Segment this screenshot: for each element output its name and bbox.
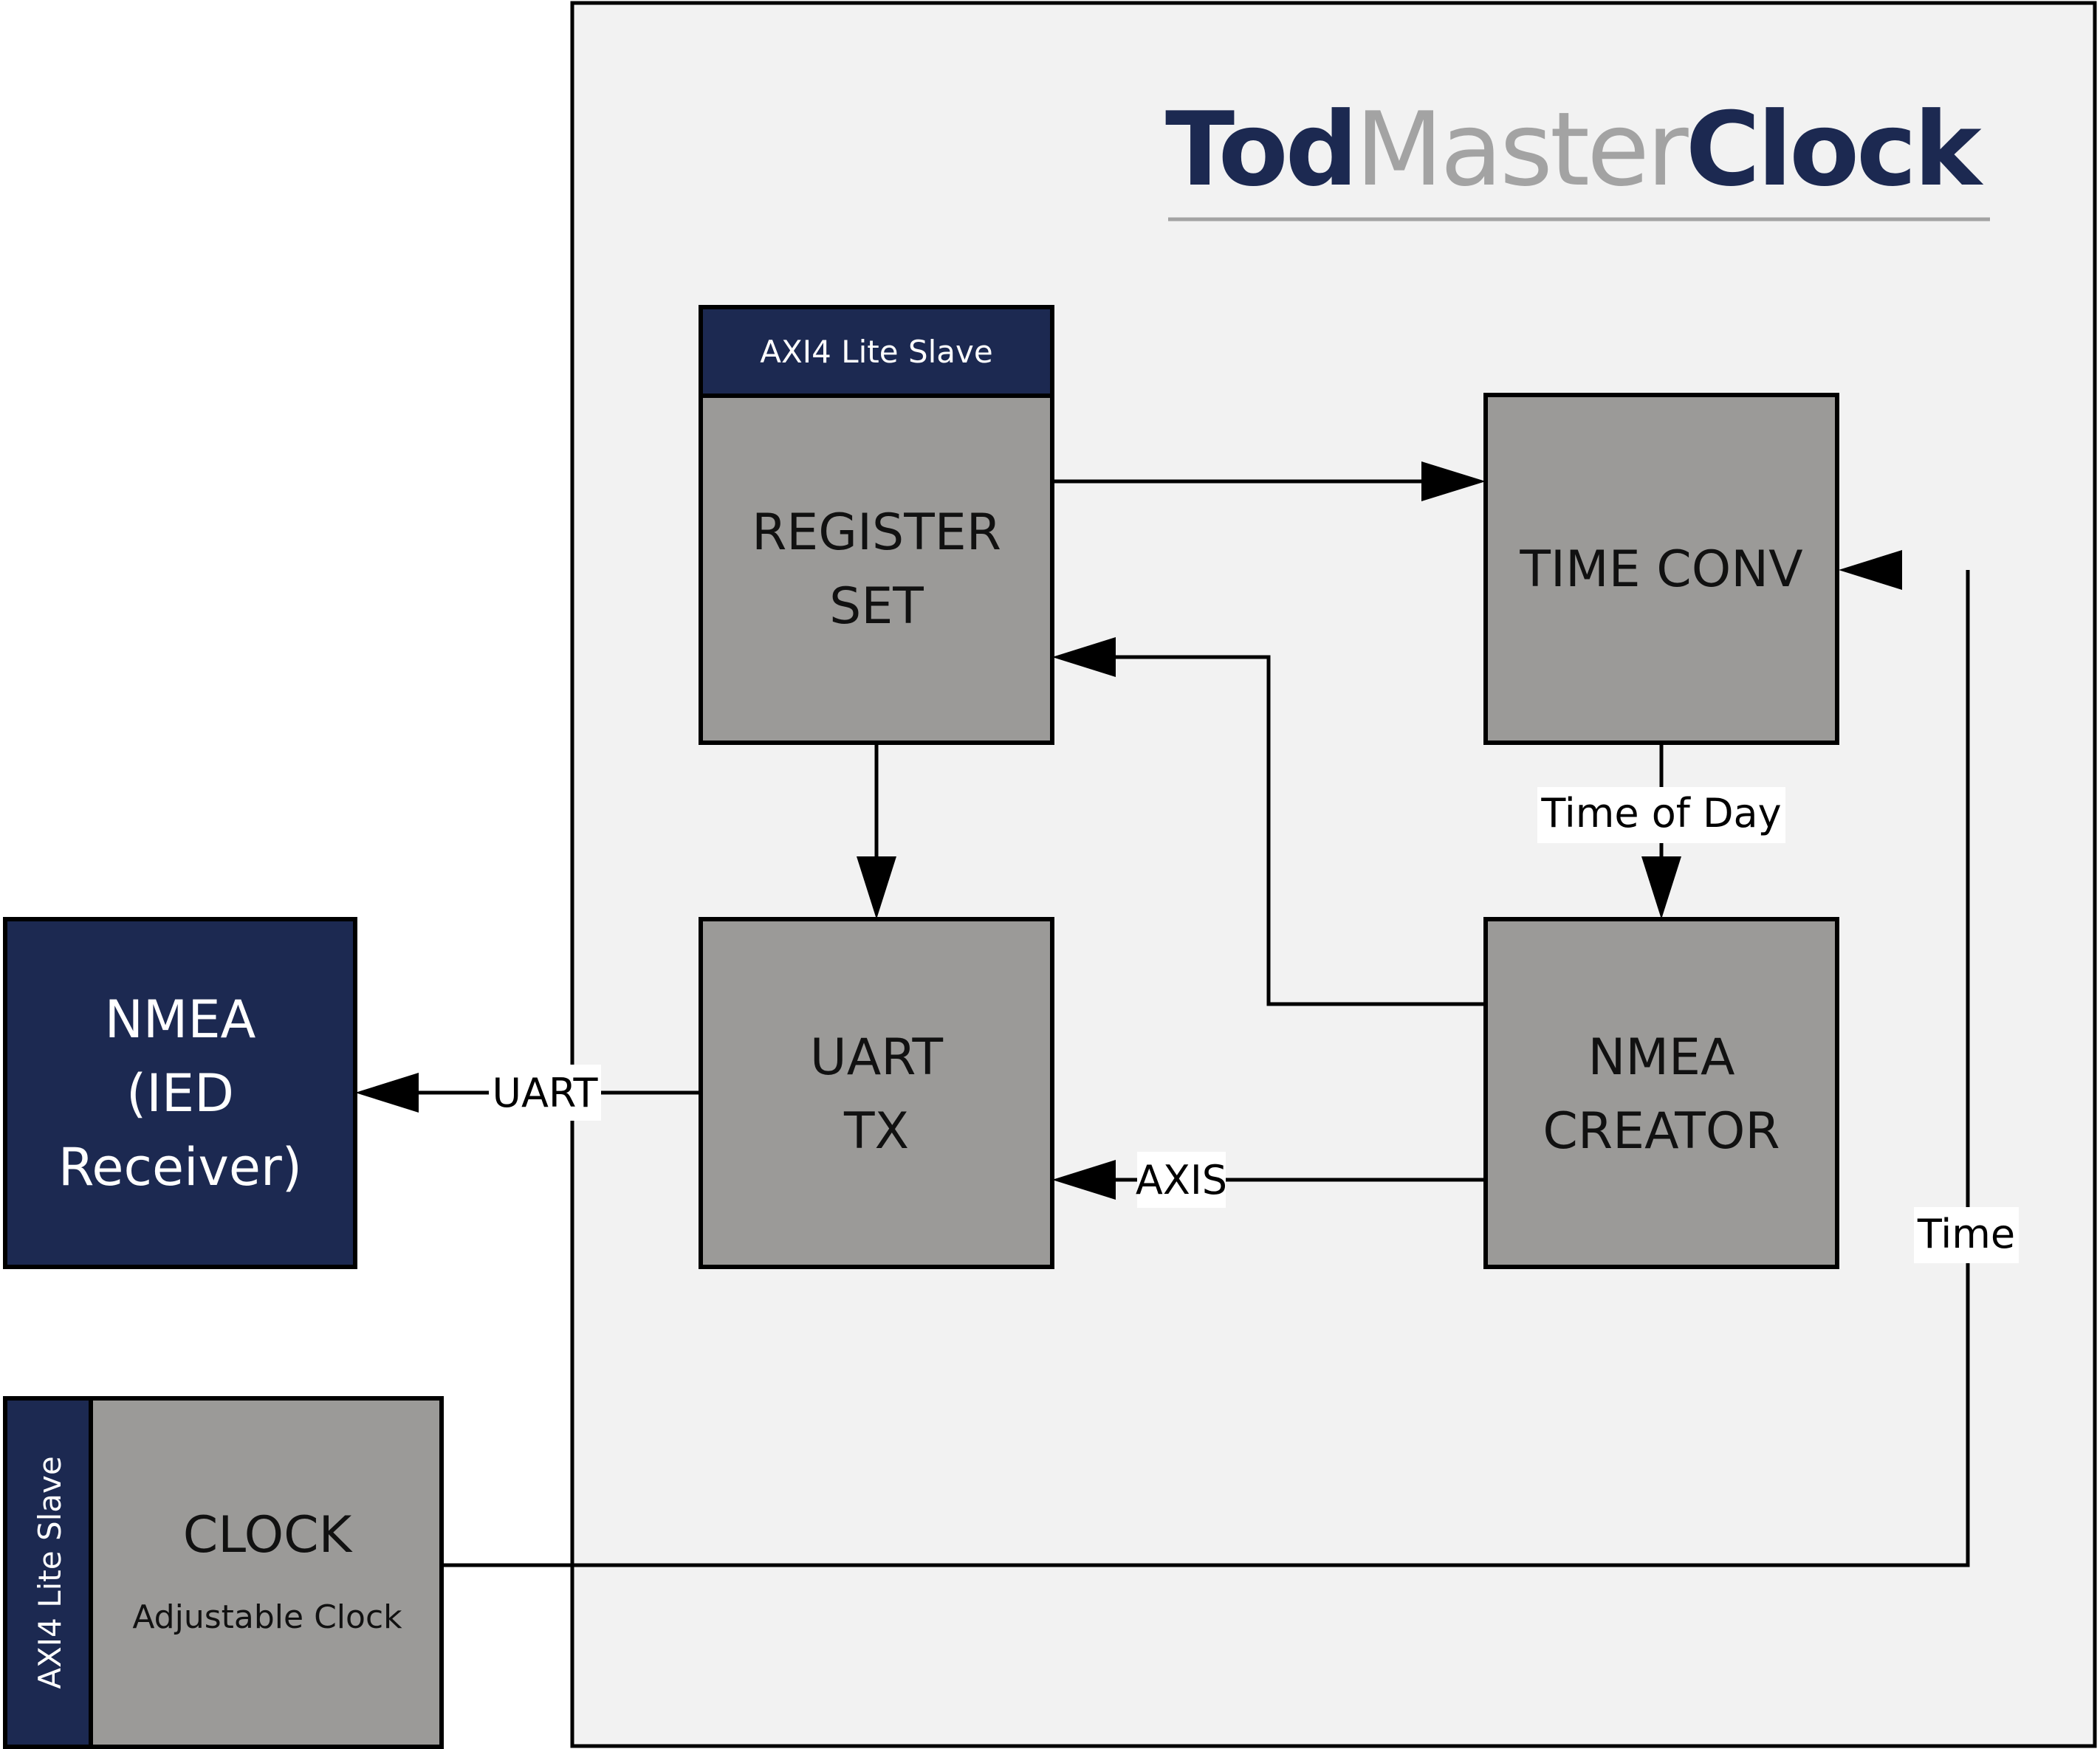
signal-label-time-of-day: Time of Day [1540,790,1781,836]
arrowhead-uart-in [857,856,896,919]
signal-label-time: Time [1917,1211,2015,1257]
time-conv-label: TIME CONV [1519,540,1802,599]
arrowhead-timeconv-time [1839,550,1902,590]
signal-label-axis: AXIS [1136,1157,1227,1203]
register-set-block: AXI4 Lite Slave REGISTER SET [699,305,1054,745]
nmea-creator-label-line2: CREATOR [1543,1102,1780,1161]
uart-tx-label-line1: UART [810,1028,944,1087]
nmea-receiver-line3: Receiver) [58,1137,302,1198]
clock-block: AXI4 Lite Slave CLOCK Adjustable Clock [3,1396,444,1749]
wire-nmea-to-register [1108,655,1486,1006]
nmea-receiver-line1: NMEA [105,989,256,1050]
register-set-label-line1: REGISTER [752,504,1001,562]
core-boundary [570,1,2097,1748]
clock-subtitle: Adjustable Clock [132,1598,402,1636]
wire-time [442,570,1970,1567]
nmea-receiver-block: NMEA (IED Receiver) [3,917,357,1269]
time-conv-block: TIME CONV [1483,393,1839,745]
uart-tx-label-line2: TX [843,1102,909,1161]
arrowhead-receiver-in [355,1073,419,1113]
arrowhead-nmea-in [1641,856,1681,919]
arrowhead-timeconv-in [1421,461,1486,501]
nmea-creator-block: NMEA CREATOR [1483,917,1839,1269]
uart-tx-block: UART TX [699,917,1054,1269]
clock-side-label: AXI4 Lite Slave [32,1456,68,1688]
logo-title: TodMasterClock [1165,90,1984,209]
arrowhead-register-in [1052,637,1116,677]
register-set-label-line2: SET [829,577,924,636]
nmea-creator-label-line1: NMEA [1588,1028,1734,1087]
clock-title: CLOCK [183,1506,354,1564]
register-set-header: AXI4 Lite Slave [760,334,992,370]
nmea-receiver-line2: (IED [126,1063,234,1124]
signal-label-uart: UART [492,1070,598,1116]
arrowhead-uart-axis [1052,1160,1116,1200]
